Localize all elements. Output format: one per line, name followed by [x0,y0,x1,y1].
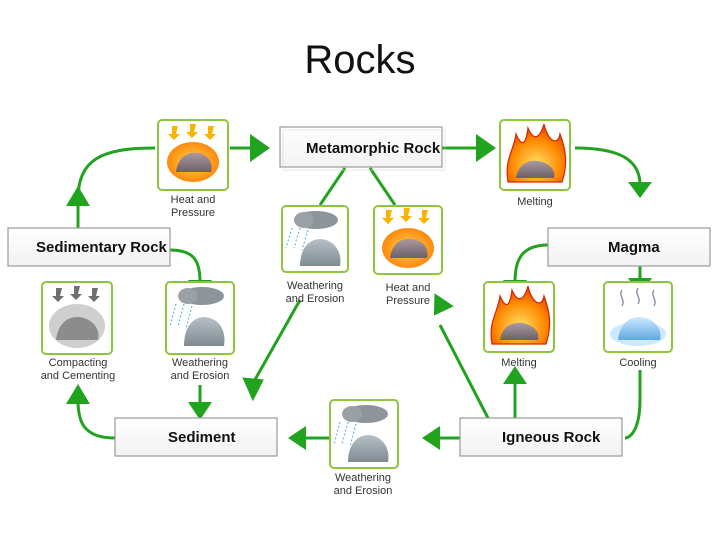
cycle-connectors [76,146,642,440]
sediment-label: Sediment [168,429,236,446]
heat-pressure-icon [373,205,443,275]
sedimentary-rock-label: Sedimentary Rock [36,239,167,256]
arrow-to-weathering-bottom [422,426,440,450]
metamorphic-box [279,126,446,171]
arrow-down-to-sediment [188,402,212,420]
arrow-to-sediment-bottom [288,426,306,450]
cooling-caption: Cooling [619,357,657,369]
heat-pressure-icon [157,119,229,191]
arrow-up-to-heat [66,186,90,206]
arrow-up-to-melting-right [503,366,527,384]
weathering-icon [329,399,399,469]
arrow-to-metamorphic [250,134,270,162]
magma-box [547,227,711,267]
arrow-to-melting-top [476,134,496,162]
weathering-icon [165,281,235,355]
metamorphic-rock-label: Metamorphic Rock [306,140,441,157]
igneous-box [459,417,623,457]
sediment-box [114,417,278,457]
weathering-icon [281,205,349,273]
igneous-rock-label: Igneous Rock [502,429,601,446]
arrow-up-to-compacting [66,384,90,404]
arrow-to-sediment-from-mid [242,377,264,402]
melting-caption-right: Melting [501,357,537,369]
compacting-icon [41,281,113,355]
page-title: Rocks [304,38,416,82]
sedimentary-box [7,227,171,267]
cooling-icon [603,281,673,353]
melting-caption-top: Melting [517,196,553,208]
melting-icon [483,281,555,353]
melting-icon [499,119,571,191]
magma-label: Magma [608,239,660,256]
arrow-to-magma [628,182,652,198]
arrow-to-heat-mid [433,293,454,316]
